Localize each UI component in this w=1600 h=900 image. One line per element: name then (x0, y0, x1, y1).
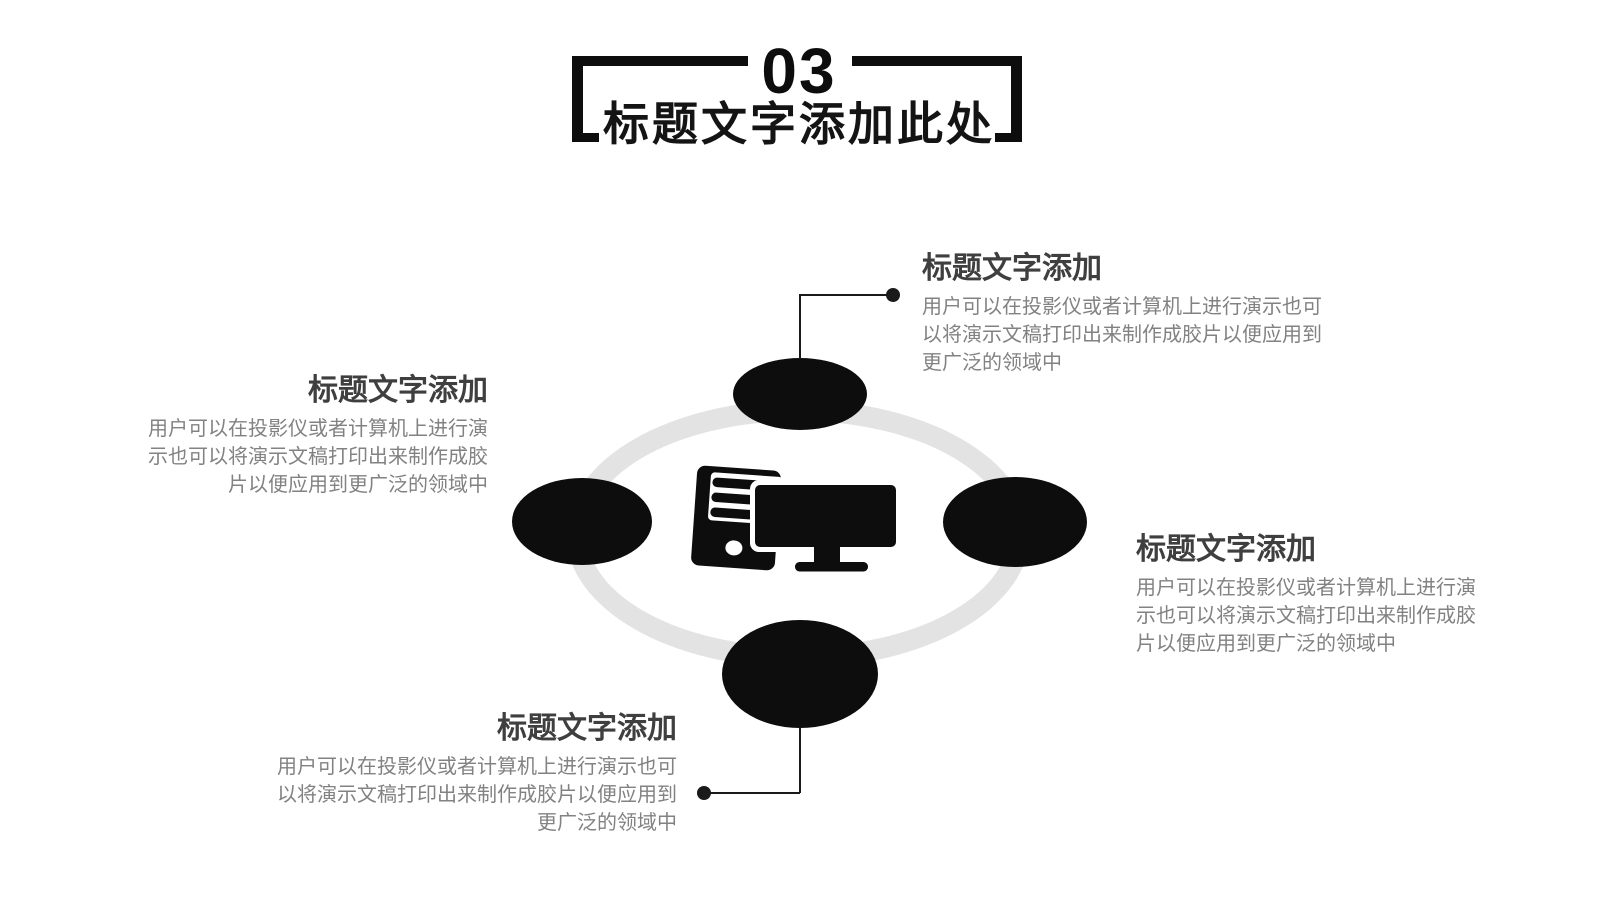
header-bracket-right-foot (995, 133, 1022, 142)
node-ellipse-left (512, 478, 652, 565)
text-block-bottom-body: 用户可以在投影仪或者计算机上进行演示也可 以将演示文稿打印出来制作成胶片以便应用… (277, 756, 677, 834)
header-bracket-top-line-left (572, 56, 748, 66)
text-block-right-title: 标题文字添加 (1136, 533, 1316, 566)
connector-top-horizontal (799, 294, 894, 296)
connector-bottom-dot (697, 786, 711, 800)
header-bracket-top-line-right (852, 56, 1022, 66)
node-ellipse-right (943, 477, 1087, 567)
text-block-left-body: 用户可以在投影仪或者计算机上进行演 示也可以将演示文稿打印出来制作成胶 片以便应… (148, 418, 488, 496)
section-number: 03 (761, 35, 837, 107)
text-block-left: 标题文字添加 用户可以在投影仪或者计算机上进行演 示也可以将演示文稿打印出来制作… (64, 374, 488, 499)
text-block-top-title: 标题文字添加 (922, 252, 1102, 285)
connector-bottom-vertical (799, 728, 801, 793)
text-block-top-body: 用户可以在投影仪或者计算机上进行演示也可 以将演示文稿打印出来制作成胶片以便应用… (922, 296, 1322, 374)
text-block-right: 标题文字添加 用户可以在投影仪或者计算机上进行演 示也可以将演示文稿打印出来制作… (1136, 533, 1560, 658)
text-block-top: 标题文字添加 用户可以在投影仪或者计算机上进行演示也可 以将演示文稿打印出来制作… (922, 252, 1346, 377)
text-block-left-title: 标题文字添加 (308, 374, 488, 407)
header-bracket-left-foot (572, 133, 599, 142)
text-block-bottom-title: 标题文字添加 (497, 712, 677, 745)
node-ellipse-bottom (722, 620, 878, 728)
node-ellipse-top (733, 358, 867, 430)
header-bracket-right-vertical (1011, 56, 1022, 142)
text-block-bottom: 标题文字添加 用户可以在投影仪或者计算机上进行演示也可 以将演示文稿打印出来制作… (253, 712, 677, 837)
page-title: 标题文字添加此处 (603, 98, 995, 150)
connector-bottom-horizontal (704, 792, 800, 794)
header-bracket-left-vertical (572, 56, 583, 142)
text-block-right-body: 用户可以在投影仪或者计算机上进行演 示也可以将演示文稿打印出来制作成胶 片以便应… (1136, 577, 1476, 655)
connector-top-dot (886, 288, 900, 302)
desktop-computer-icon (691, 465, 901, 572)
connector-top-vertical (799, 295, 801, 359)
